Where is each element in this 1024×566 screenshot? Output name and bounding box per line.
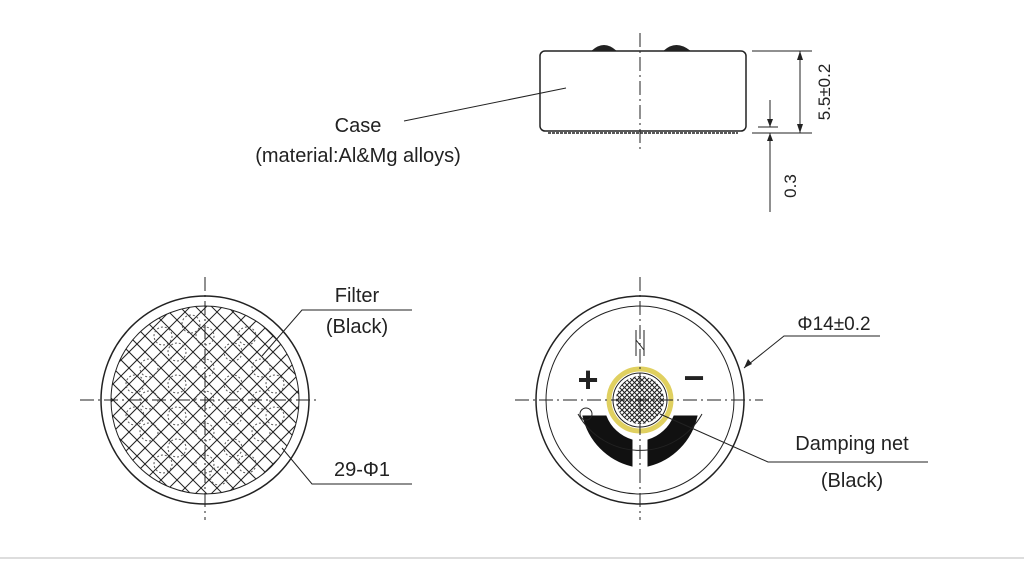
filter-leader-line bbox=[261, 309, 412, 357]
terminal-bump-right bbox=[662, 45, 692, 52]
sound-hole bbox=[195, 326, 215, 346]
mesh-line bbox=[147, 306, 299, 494]
mesh-line bbox=[179, 306, 299, 494]
pad-right bbox=[647, 415, 698, 467]
sound-hole bbox=[195, 454, 215, 474]
mesh-line bbox=[616, 376, 664, 424]
mesh-line bbox=[620, 376, 664, 424]
sound-hole bbox=[195, 422, 215, 442]
case-body bbox=[539, 50, 747, 132]
gap-dimension-label: 0.3 bbox=[781, 174, 800, 198]
mesh-line bbox=[616, 376, 664, 424]
sound-hole bbox=[223, 342, 243, 362]
mesh-line bbox=[111, 306, 287, 494]
mesh-line bbox=[243, 306, 299, 494]
sound-hole bbox=[223, 374, 243, 394]
filter-mesh bbox=[111, 306, 299, 494]
mesh-line bbox=[111, 306, 207, 494]
height-arrow-top bbox=[797, 51, 803, 60]
sound-hole bbox=[223, 406, 243, 426]
sound-hole bbox=[125, 374, 145, 394]
holes-leader-line bbox=[281, 447, 412, 485]
back-view: + − Φ14±0.2 Damping net (Black) bbox=[515, 277, 928, 520]
gap-arrow-top bbox=[767, 119, 773, 127]
sound-hole bbox=[139, 422, 159, 442]
sound-hole bbox=[237, 326, 257, 346]
sound-hole bbox=[139, 358, 159, 378]
diameter-arrow bbox=[744, 359, 752, 368]
sound-hole bbox=[209, 466, 229, 486]
side-view: Case (material:Al&Mg alloys) 5.5±0.2 0.3 bbox=[255, 33, 834, 212]
filter-label: Filter bbox=[335, 285, 380, 307]
sound-hole bbox=[125, 406, 145, 426]
sound-holes bbox=[125, 314, 285, 486]
plus-mark: + bbox=[577, 359, 598, 400]
holes-label: 29-Φ1 bbox=[334, 459, 390, 481]
sound-hole bbox=[265, 374, 285, 394]
damping-net-label: Damping net bbox=[795, 433, 909, 455]
sound-hole bbox=[237, 454, 257, 474]
gap-arrow-bottom bbox=[767, 133, 773, 141]
filter-color-label: (Black) bbox=[326, 316, 388, 338]
pad-left bbox=[582, 415, 633, 467]
terminal-pin bbox=[579, 407, 593, 421]
mesh-line bbox=[616, 376, 664, 424]
sound-hole bbox=[223, 438, 243, 458]
sound-hole bbox=[153, 454, 173, 474]
damping-color-label: (Black) bbox=[821, 470, 883, 492]
sound-hole bbox=[251, 358, 271, 378]
minus-mark: − bbox=[683, 357, 704, 398]
case-leader-line bbox=[403, 87, 567, 122]
mesh-line bbox=[111, 306, 299, 494]
sound-hole bbox=[195, 358, 215, 378]
mesh-line bbox=[111, 306, 255, 494]
sound-hole bbox=[153, 326, 173, 346]
sound-hole bbox=[167, 406, 187, 426]
mesh-line bbox=[179, 306, 299, 494]
sound-hole bbox=[265, 406, 285, 426]
front-view: Filter (Black) 29-Φ1 bbox=[80, 277, 412, 520]
mesh-line bbox=[111, 306, 299, 494]
terminal-bump-left bbox=[590, 45, 618, 52]
damping-leader-line bbox=[659, 413, 928, 463]
case-label: Case bbox=[335, 115, 382, 137]
mesh-line bbox=[111, 306, 207, 494]
mesh-line bbox=[243, 306, 299, 494]
sound-hole bbox=[251, 422, 271, 442]
sound-hole bbox=[167, 374, 187, 394]
sound-hole bbox=[167, 342, 187, 362]
sound-hole bbox=[167, 438, 187, 458]
height-arrow-bottom bbox=[797, 124, 803, 133]
diameter-label: Φ14±0.2 bbox=[797, 314, 870, 335]
height-dimension-label: 5.5±0.2 bbox=[815, 64, 834, 121]
mesh-line bbox=[111, 306, 255, 494]
sound-hole bbox=[181, 314, 201, 334]
case-material-label: (material:Al&Mg alloys) bbox=[255, 145, 461, 167]
diameter-leader-line bbox=[743, 335, 880, 369]
